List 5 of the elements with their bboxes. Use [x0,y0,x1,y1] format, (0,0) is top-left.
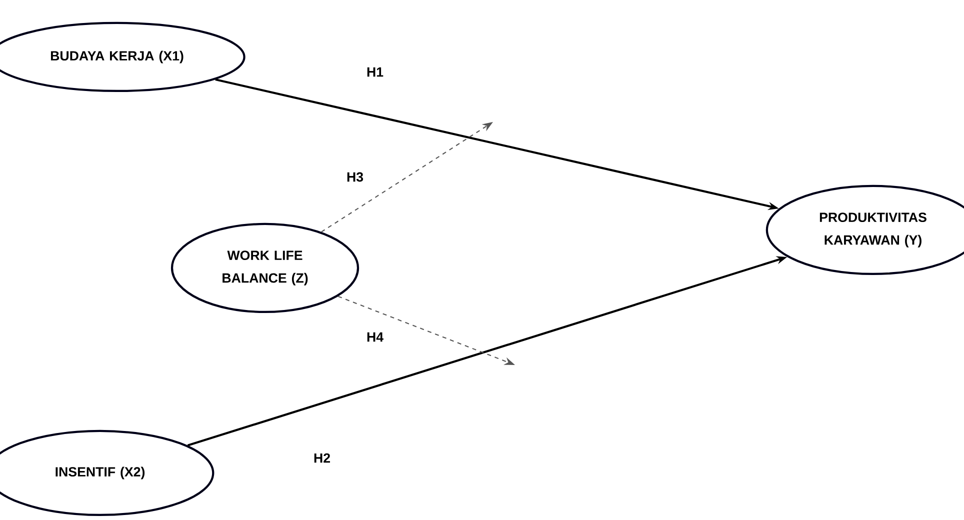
ellipse-node: WORK LIFE BALANCE (Z) [170,222,360,314]
edge-label: H3 [345,170,365,184]
edge-label: H4 [365,331,385,343]
edge-label: H1 [365,66,385,78]
edge-label: H2 [312,452,332,464]
